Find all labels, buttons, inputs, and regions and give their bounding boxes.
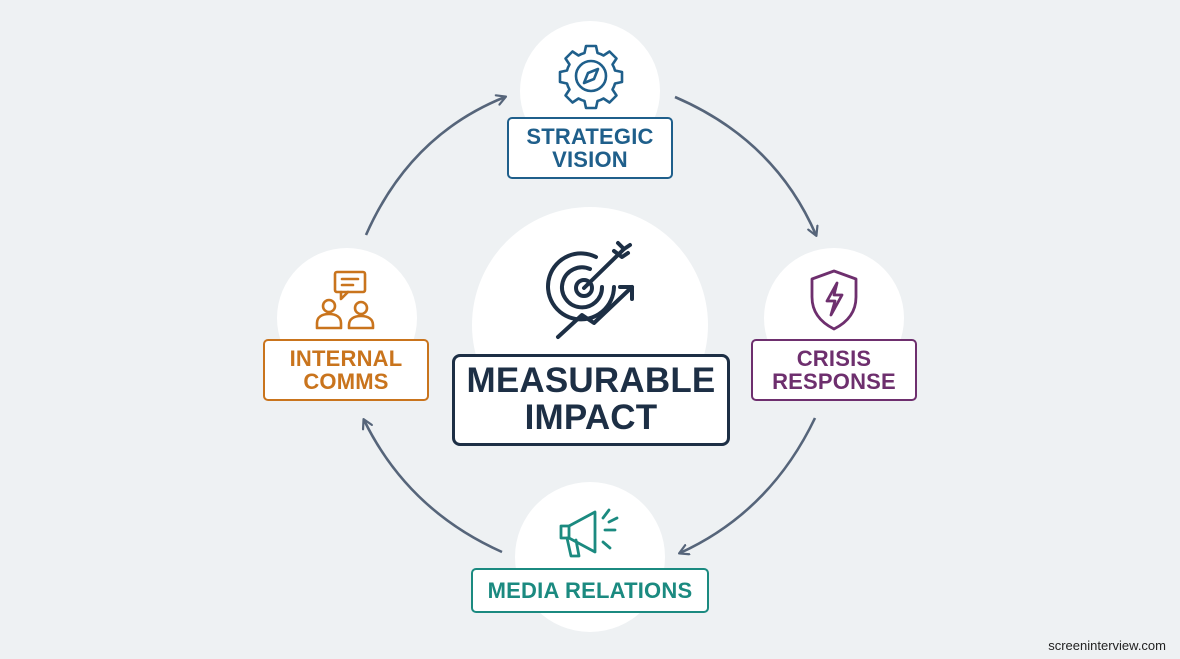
media-relations-label: MEDIA RELATIONS [471, 568, 709, 613]
arrow-internal-to-strategic [364, 97, 505, 236]
megaphone-icon [559, 508, 619, 558]
internal-comms-line-2: COMMS [303, 369, 389, 394]
people-chat-icon [315, 270, 375, 330]
center-label-line-2: IMPACT [524, 398, 658, 437]
target-arrow-icon [546, 241, 634, 339]
arrow-crisis-to-media [680, 417, 817, 553]
crisis-response-label: CRISIS RESPONSE [751, 339, 917, 401]
gear-compass-icon [558, 44, 624, 110]
arrow-media-to-internal [364, 420, 503, 554]
strategic-vision-label: STRATEGIC VISION [507, 117, 673, 179]
strategic-vision-line-1: STRATEGIC [526, 123, 654, 149]
shield-bolt-icon [810, 269, 858, 331]
internal-comms-line-1: INTERNAL [289, 345, 403, 371]
center-label: MEASURABLE IMPACT [452, 354, 730, 446]
strategic-vision-line-2: VISION [552, 147, 628, 172]
crisis-response-line-1: CRISIS [796, 345, 872, 371]
media-relations-line-1: MEDIA RELATIONS [487, 577, 693, 603]
arrow-strategic-to-crisis [674, 95, 816, 235]
crisis-response-line-2: RESPONSE [772, 369, 896, 394]
watermark: screeninterview.com [1048, 638, 1166, 653]
internal-comms-label: INTERNAL COMMS [263, 339, 429, 401]
center-label-line-1: MEASURABLE [466, 361, 716, 401]
